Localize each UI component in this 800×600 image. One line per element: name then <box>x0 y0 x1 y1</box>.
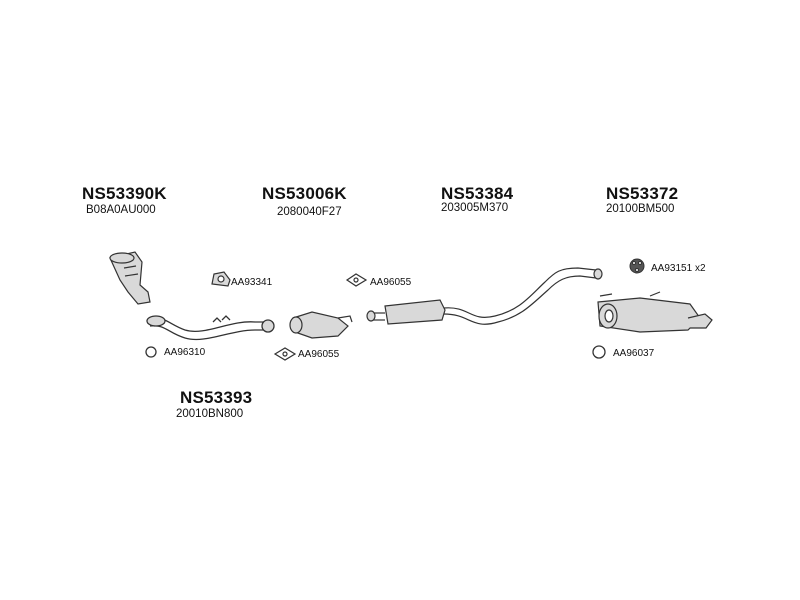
ring-icon <box>145 346 157 358</box>
rear-muffler[interactable] <box>597 291 713 333</box>
oem-code: 20010BN800 <box>176 408 244 420</box>
oem-code: 20100BM500 <box>606 203 675 215</box>
part-number[interactable]: NS53393 <box>180 388 253 407</box>
part-number[interactable]: NS53006K <box>262 184 347 203</box>
catalytic-converter-front[interactable] <box>109 251 151 305</box>
oem-code: 203005M370 <box>441 202 509 214</box>
ring-icon <box>592 345 606 359</box>
accessory-code-text: AA93151 <box>651 263 693 274</box>
accessory-code[interactable]: AA93341 <box>231 277 273 288</box>
accessory-code[interactable]: AA96055 <box>370 277 412 288</box>
accessory-code[interactable]: AA96037 <box>613 348 655 359</box>
accessory-code[interactable]: AA96310 <box>164 347 206 358</box>
oem-code: B08A0AU000 <box>86 204 156 216</box>
middle-pipe-resonator[interactable] <box>366 267 603 325</box>
gasket-icon <box>345 273 368 287</box>
part-number[interactable]: NS53372 <box>606 184 679 203</box>
part-number[interactable]: NS53390K <box>82 184 167 203</box>
part-number[interactable]: NS53384 <box>441 184 514 203</box>
accessory-qty: x2 <box>694 263 706 274</box>
front-pipe[interactable] <box>146 315 275 341</box>
catalytic-converter-center[interactable] <box>289 311 353 339</box>
flange-gasket-icon <box>629 258 645 274</box>
mounting-rubber-icon <box>211 271 231 287</box>
oem-code: 2080040F27 <box>277 206 342 218</box>
gasket-icon <box>273 347 297 361</box>
accessory-code[interactable]: AA96055 <box>298 349 340 360</box>
accessory-code[interactable]: AA93151 x2 <box>651 263 706 274</box>
